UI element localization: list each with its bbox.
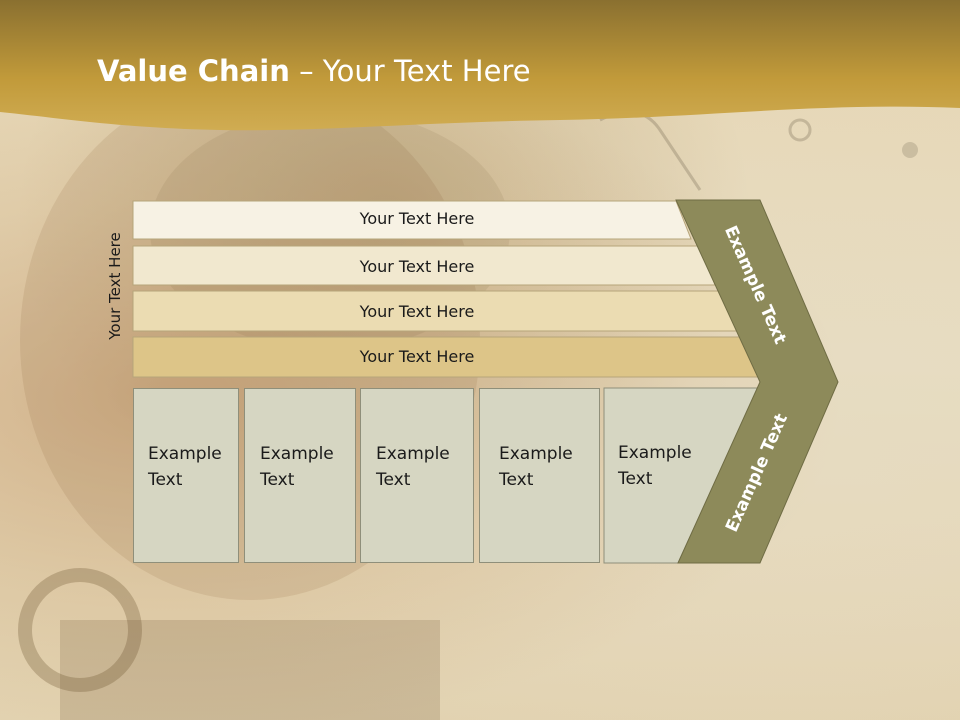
box-4: Example Text [479, 388, 600, 563]
chevron-shape [675, 199, 839, 564]
bar-label-3: Your Text Here [359, 302, 475, 321]
box-2-label: Example Text [260, 444, 334, 490]
box-3: Example Text [360, 388, 474, 563]
box-4-label: Example Text [499, 444, 573, 490]
reflection [0, 563, 960, 720]
bar-label-4: Your Text Here [359, 347, 475, 366]
box-3-label: Example Text [376, 444, 450, 490]
title-bold: Value Chain [97, 54, 290, 88]
page-title: Value Chain – Your Text Here [97, 54, 531, 88]
bar-label-1: Your Text Here [359, 209, 475, 228]
box-2: Example Text [244, 388, 356, 563]
box-1: Example Text [133, 388, 239, 563]
box-5: Example Text [604, 388, 724, 563]
bar-1 [132, 200, 692, 240]
box-1-label: Example Text [148, 444, 222, 490]
title-rest: – Your Text Here [289, 54, 531, 88]
bar-label-2: Your Text Here [359, 257, 475, 276]
header-band [0, 0, 960, 131]
box-5-label: Example Text [618, 443, 692, 489]
